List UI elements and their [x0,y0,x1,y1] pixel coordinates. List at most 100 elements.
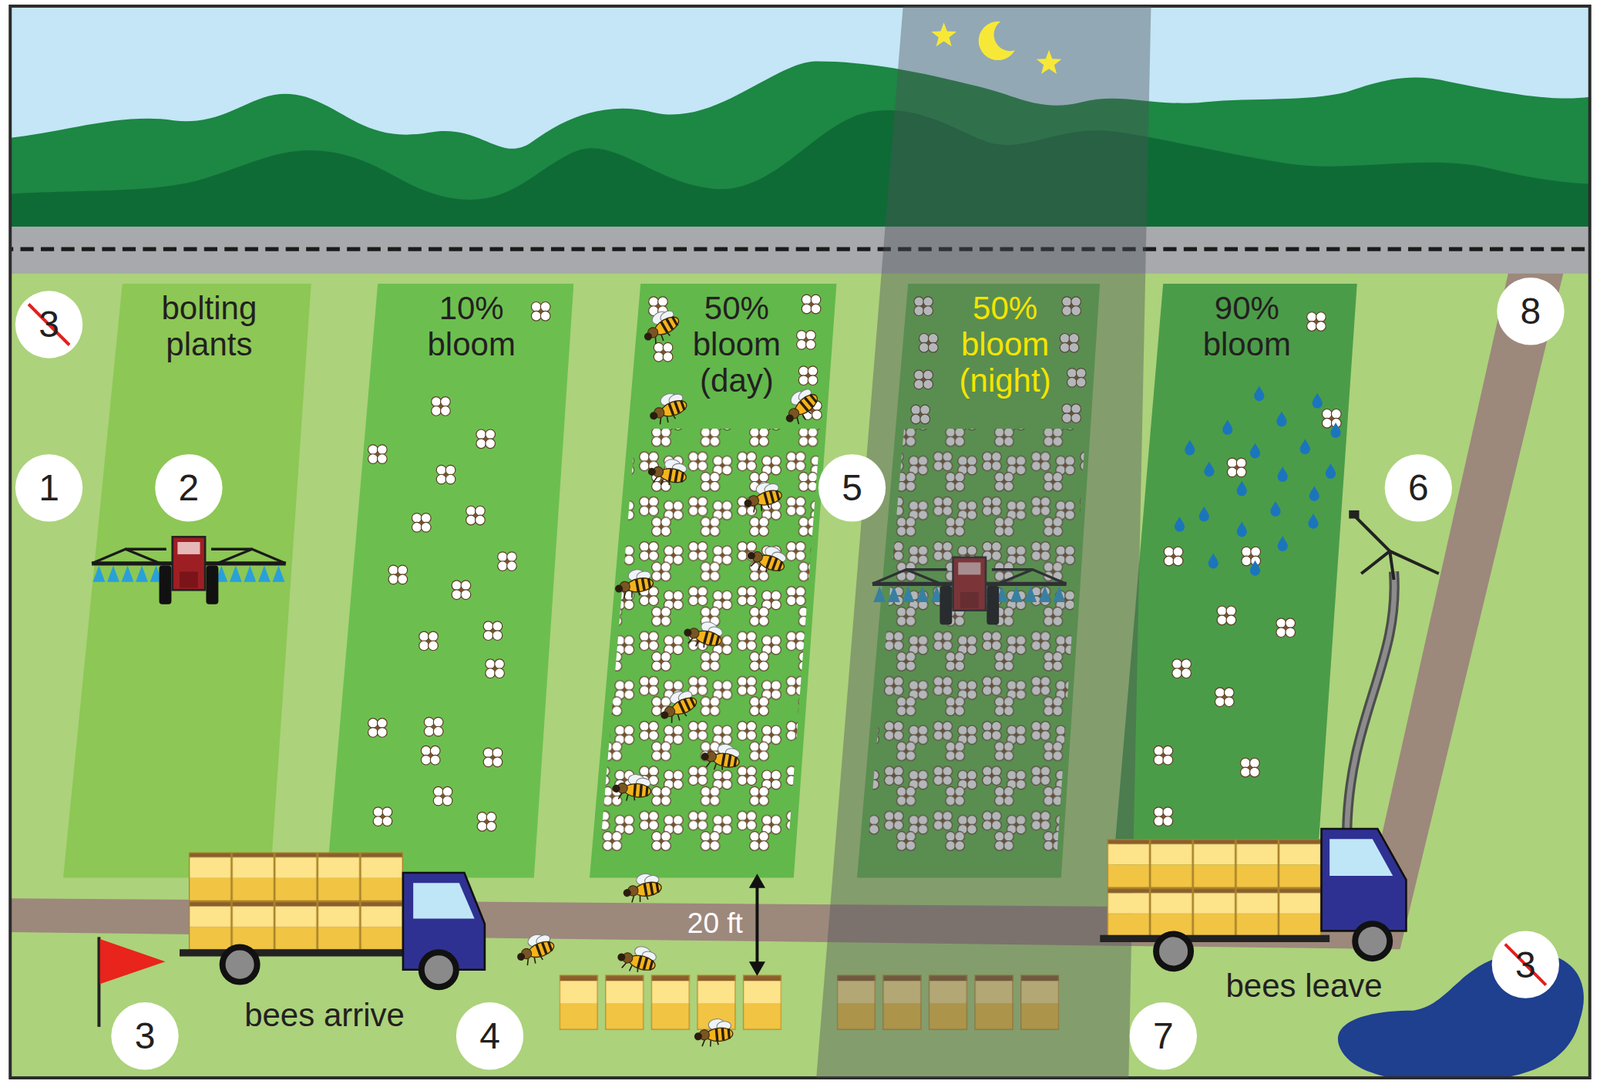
flowers-90-percent [1321,408,1342,428]
flowers-10-percent [420,745,441,765]
distance-arrow [749,873,766,975]
flowers-10-percent [436,464,456,485]
sprinkler-spray [1270,500,1281,517]
sprinkler-spray [1184,440,1195,456]
bees [776,383,824,430]
field-shape [589,283,837,878]
callout-number: 3 [38,302,60,346]
flowers-10-percent [531,301,551,321]
label-anchor: bees leave [1225,967,1382,1005]
flowers-90-percent [1240,757,1261,777]
field-band: 90% bloom [1112,283,1358,878]
flowers-50-percent-night [910,404,931,424]
flowers-50-percent-day [798,366,818,386]
bees [636,305,684,348]
sprinkler-spray [1312,393,1323,409]
flowers-50-percent-night [919,333,939,353]
sprinkler-spray [1174,516,1185,532]
field-outline [63,283,312,878]
field-band: 50% bloom (day) [589,283,837,878]
field-band: 50% bloom (night) [857,283,1100,878]
flowers-50-percent-day [796,330,817,350]
sprinkler-spray [1253,385,1264,401]
callout-number: 5 [841,466,863,509]
flowers-10-percent [431,396,451,417]
moon [978,21,1018,61]
flowers-50-percent-night [867,428,1086,851]
label-anchor: 4 [479,1014,501,1057]
sprinkler-spray [1250,443,1261,459]
bees [511,929,558,969]
landscape [10,6,1590,1078]
truck-arriving [403,872,485,970]
sprinkler [1348,510,1439,580]
flowers-10-percent [466,505,486,525]
sprinkler-spray [1309,485,1320,501]
bees [743,539,790,579]
flowers-50-percent-night [914,296,934,316]
sprayer-tractor [91,536,286,604]
bees [645,455,689,489]
sky [10,6,1590,237]
flowers-90-percent [1153,745,1174,765]
flowers-50-percent-day [803,400,823,421]
callout-number: 1 [38,466,60,509]
highway [10,226,1590,274]
flowers-10-percent [476,429,496,449]
field-label: 10% bloom [402,289,542,363]
field-shape [326,283,574,878]
flowers-50-percent-night [1062,296,1082,316]
callout-circles [15,277,1565,1069]
red-flag [98,936,165,1027]
flowers-10-percent [433,786,453,806]
sprinkler-spray [1307,513,1318,529]
bees [612,567,656,601]
sprinkler-spray [1277,535,1288,552]
flowers-10-percent [368,718,388,738]
label-anchor: 2 [178,466,200,509]
water-hose [1347,571,1395,832]
bees [681,615,726,653]
field-label: 50% bloom (night) [935,289,1075,399]
callout-number: 7 [1152,1014,1174,1057]
field-shape [63,283,312,878]
flowers-10-percent [497,551,518,572]
callout-number: 3 [134,1014,156,1057]
flowers-90-percent [1153,806,1174,827]
night-shade [816,6,1151,1078]
truck-leaving [1107,838,1322,937]
sprinkler-spray [1300,438,1311,454]
label-anchor: 5 [841,466,863,509]
flowers-10-percent [423,716,444,737]
dimension-label: 20 ft [687,907,743,941]
label-anchor: 3 [1515,943,1537,986]
highway-lane-line [10,246,1590,251]
flowers-90-percent [1216,605,1237,626]
truck-arriving [179,851,485,987]
truck-arriving [188,851,404,950]
bees [611,772,653,803]
label-anchor: 8 [1520,289,1542,333]
callout-circles [110,1001,179,1069]
flowers-50-percent-night [914,369,934,390]
flowers-90-percent [1153,312,1342,827]
callout-number: 6 [1408,466,1429,509]
water-hose [1347,571,1395,832]
flowers-50-percent-night [1066,368,1086,388]
callout-circles [818,453,886,522]
dirt-road [10,273,1564,949]
field-shape [857,283,1100,878]
flowers-10-percent [483,747,503,767]
callout-circles [154,453,222,522]
flowers-90-percent [1241,546,1261,566]
flowers-50-percent-night [1059,333,1079,353]
label-anchor: 20 ft [687,907,743,941]
sprinkler-spray [1236,480,1248,497]
mountains-front [10,110,1590,237]
distance-arrow [749,873,766,975]
truck-leaving [1354,923,1390,958]
label-anchor: 3 [134,1014,156,1057]
